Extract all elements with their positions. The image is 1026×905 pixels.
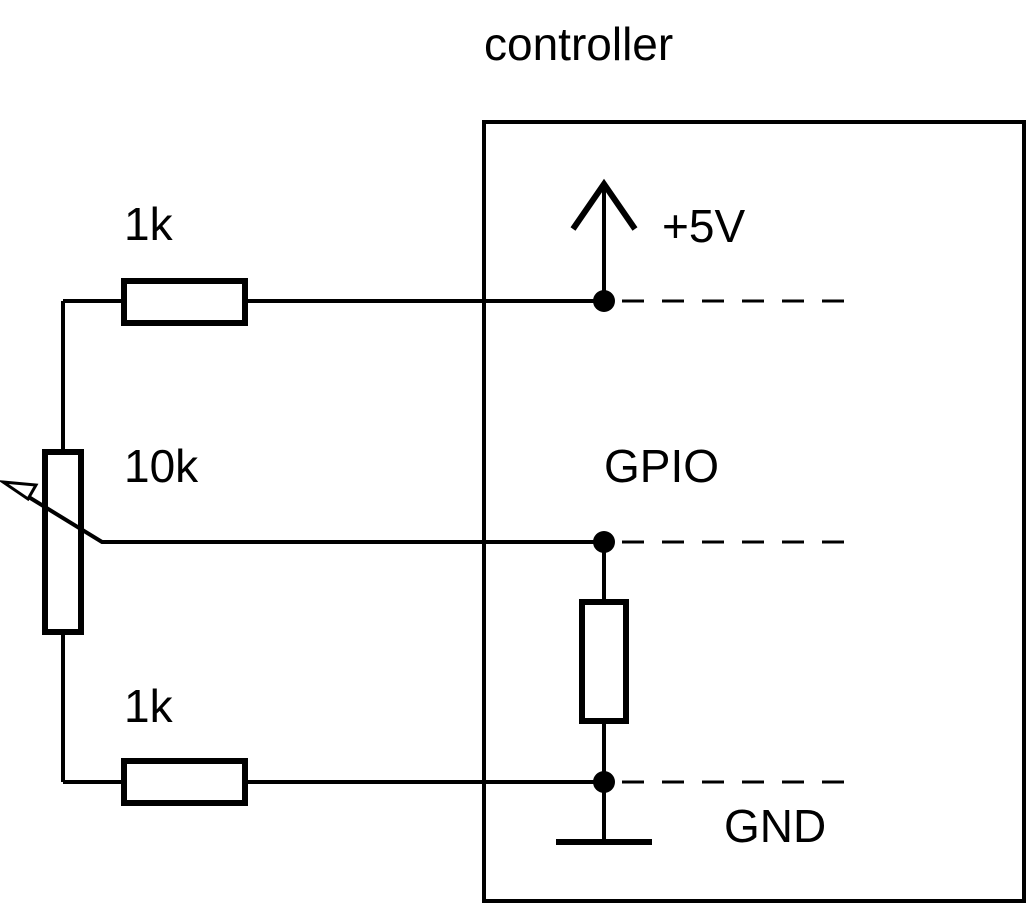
resistor-pulldown — [579, 599, 629, 724]
resistor-top — [121, 278, 248, 326]
controller-label: controller — [484, 18, 673, 70]
resistor-bottom-label: 1k — [124, 680, 174, 732]
potentiometer-wiper — [12, 486, 604, 544]
wiper-arrow-icon — [0, 480, 39, 502]
node-gnd — [593, 771, 615, 793]
resistor-bottom — [121, 758, 248, 806]
controller-box — [482, 120, 1026, 903]
potentiometer-label: 10k — [124, 440, 199, 492]
node-5v — [593, 290, 615, 312]
resistor-top-label: 1k — [124, 198, 174, 250]
ground-label: GND — [724, 800, 826, 852]
potentiometer-body — [42, 449, 84, 635]
supply-label: +5V — [662, 200, 745, 252]
gpio-label: GPIO — [604, 440, 719, 492]
